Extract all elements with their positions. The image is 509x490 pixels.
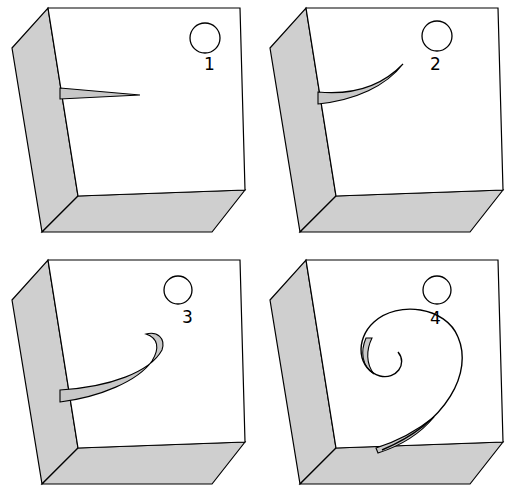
callout-circle	[422, 21, 452, 51]
block-top-face	[306, 8, 503, 196]
block-front-face	[300, 190, 503, 232]
block-front-face	[42, 442, 245, 484]
block-panel	[270, 260, 503, 484]
crack	[318, 64, 403, 104]
crack	[60, 88, 140, 99]
crack-path	[361, 309, 462, 450]
callout-circle	[190, 23, 220, 53]
block-front-face	[42, 190, 245, 232]
callout-circle	[423, 276, 451, 304]
callout-number: 3	[182, 309, 193, 326]
block-front-face	[300, 442, 503, 484]
block-top-face	[48, 8, 245, 196]
crack	[60, 333, 163, 402]
block-panel	[12, 8, 245, 232]
callout-number: 1	[204, 56, 215, 73]
block-panel	[12, 260, 245, 484]
callout-number: 2	[430, 56, 441, 73]
crack	[376, 417, 434, 453]
block-top-face	[306, 260, 503, 448]
callout-number: 4	[430, 310, 441, 327]
block-panel	[270, 8, 503, 232]
block-top-face	[48, 260, 245, 448]
callout-circle	[164, 276, 192, 304]
